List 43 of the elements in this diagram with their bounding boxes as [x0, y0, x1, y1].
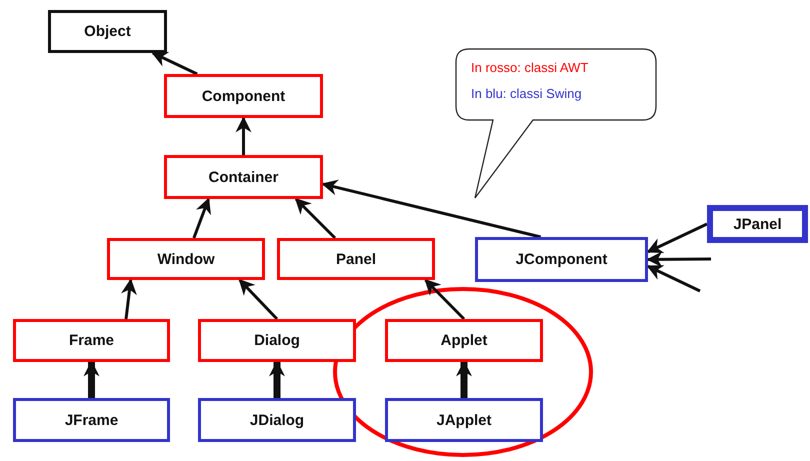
class-box	[475, 237, 648, 282]
class-box	[107, 238, 265, 280]
arrow	[646, 222, 708, 254]
arrow	[294, 198, 336, 240]
arrow	[321, 180, 542, 238]
arrow	[121, 278, 137, 320]
arrow	[424, 278, 466, 320]
speech-bubble	[455, 48, 657, 200]
arrow	[456, 360, 472, 398]
class-name: Applet	[440, 332, 488, 349]
class-name: JPanel	[733, 216, 782, 232]
arrow	[84, 360, 100, 398]
arrow	[646, 264, 701, 292]
legend-note: In rosso: classi AWT	[471, 60, 588, 75]
class-box	[198, 398, 356, 442]
arrow	[151, 52, 198, 76]
class-name: Object	[84, 23, 131, 40]
class-name: Component	[202, 88, 286, 104]
class-name: JApplet	[436, 412, 492, 428]
class-name: JComponent	[516, 251, 608, 268]
class-name: Container	[208, 168, 278, 186]
class-name: Dialog	[254, 332, 300, 349]
class-box	[48, 10, 167, 53]
class-name: JFrame	[64, 412, 118, 428]
arrow	[192, 198, 211, 239]
class-name: Panel	[336, 250, 376, 268]
class-box	[13, 319, 170, 362]
class-box	[164, 155, 323, 199]
class-box	[164, 74, 323, 118]
class-box	[385, 319, 543, 362]
class-box	[385, 398, 543, 442]
class-name: JDialog	[250, 412, 304, 428]
arrow	[236, 116, 252, 155]
arrow	[238, 278, 278, 320]
arrow	[646, 251, 712, 268]
class-box	[198, 319, 356, 362]
class-name: Frame	[68, 332, 114, 349]
class-box	[277, 238, 435, 280]
arrow	[269, 360, 285, 398]
class-box	[13, 398, 170, 442]
class-name: Window	[157, 250, 215, 268]
class-box	[707, 205, 808, 243]
legend-note: In blu: classi Swing	[471, 86, 582, 101]
